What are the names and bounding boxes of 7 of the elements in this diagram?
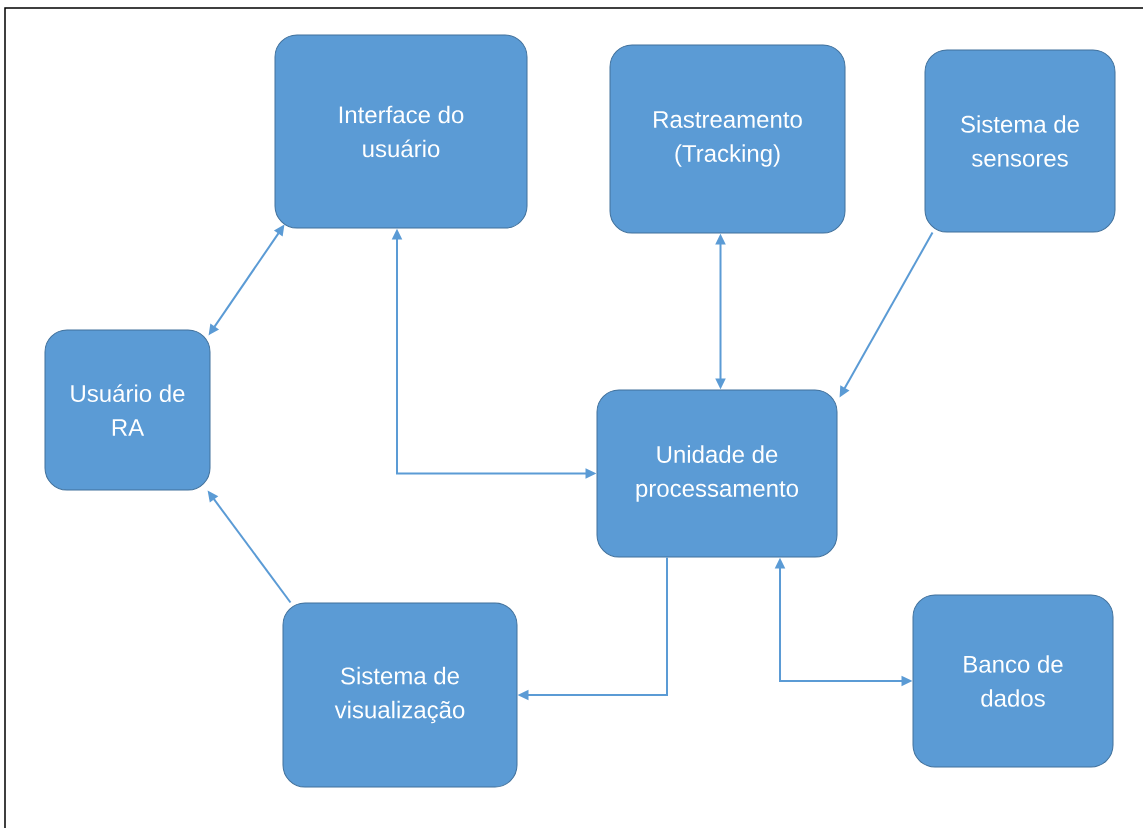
process-box: Sistema de visualização <box>282 602 518 788</box>
process-box: Usuário de RA <box>44 329 211 491</box>
process-box: Rastreamento (Tracking) <box>609 44 846 234</box>
process-box: Sistema de sensores <box>924 49 1116 233</box>
process-box: Interface do usuário <box>274 34 528 229</box>
process-box: Unidade de processamento <box>596 389 838 558</box>
process-box: Banco de dados <box>912 594 1114 768</box>
